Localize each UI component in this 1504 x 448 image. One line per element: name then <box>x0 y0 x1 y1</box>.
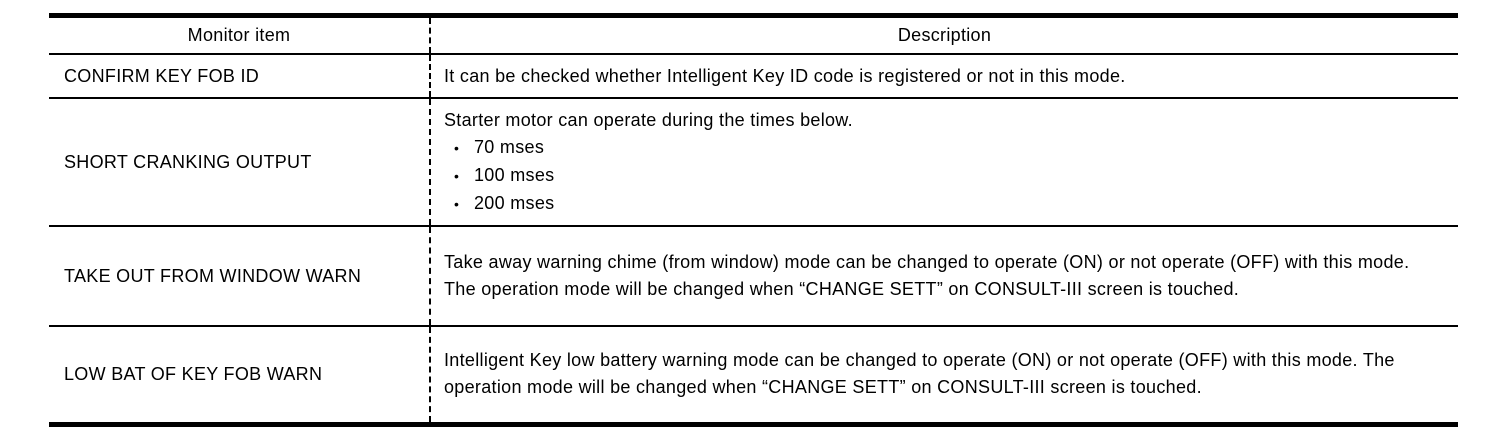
monitor-item-cell: LOW BAT OF KEY FOB WARN <box>49 326 431 427</box>
table-row-low-bat-of-key-fob-warn: LOW BAT OF KEY FOB WARN Intelligent Key … <box>49 326 1458 427</box>
column-header-description: Description <box>430 13 1458 55</box>
description-cell: Starter motor can operate during the tim… <box>430 98 1458 227</box>
monitor-item-label: LOW BAT OF KEY FOB WARN <box>64 363 323 384</box>
bullet-icon: • <box>454 167 460 184</box>
monitor-item-label: CONFIRM KEY FOB ID <box>64 65 260 86</box>
monitor-item-label: SHORT CRANKING OUTPUT <box>64 151 312 172</box>
table-row-confirm-key-fob-id: CONFIRM KEY FOB ID It can be checked whe… <box>49 54 1458 99</box>
bullet-item-label: 100 mses <box>474 164 555 185</box>
description-text: Intelligent Key low battery warning mode… <box>444 350 1395 398</box>
description-cell: It can be checked whether Intelligent Ke… <box>430 54 1458 99</box>
monitor-item-cell: TAKE OUT FROM WINDOW WARN <box>49 226 431 327</box>
bullet-item: • 70 mses <box>444 134 1444 162</box>
bullet-item-label: 200 mses <box>474 192 555 213</box>
monitor-item-label: TAKE OUT FROM WINDOW WARN <box>64 265 362 286</box>
table-header-row: Monitor item Description <box>49 13 1458 55</box>
description-cell: Take away warning chime (from window) mo… <box>430 226 1458 327</box>
monitor-item-cell: SHORT CRANKING OUTPUT <box>49 98 431 227</box>
monitor-item-cell: CONFIRM KEY FOB ID <box>49 54 431 99</box>
description-text: Starter motor can operate during the tim… <box>444 109 853 130</box>
column-header-monitor-item: Monitor item <box>49 13 431 55</box>
description-text: Take away warning chime (from window) mo… <box>444 252 1410 299</box>
description-text: It can be checked whether Intelligent Ke… <box>444 65 1126 86</box>
description-cell: Intelligent Key low battery warning mode… <box>430 326 1458 427</box>
monitor-items-table: Monitor item Description CONFIRM KEY FOB… <box>49 13 1458 427</box>
bullet-icon: • <box>454 139 460 156</box>
bullet-icon: • <box>454 195 460 212</box>
table-row-take-out-from-window-warn: TAKE OUT FROM WINDOW WARN Take away warn… <box>49 226 1458 327</box>
bullet-item: • 100 mses <box>444 162 1444 190</box>
bullet-item-label: 70 mses <box>474 136 545 157</box>
table-row-short-cranking-output: SHORT CRANKING OUTPUT Starter motor can … <box>49 98 1458 227</box>
bullet-item: • 200 mses <box>444 190 1444 218</box>
